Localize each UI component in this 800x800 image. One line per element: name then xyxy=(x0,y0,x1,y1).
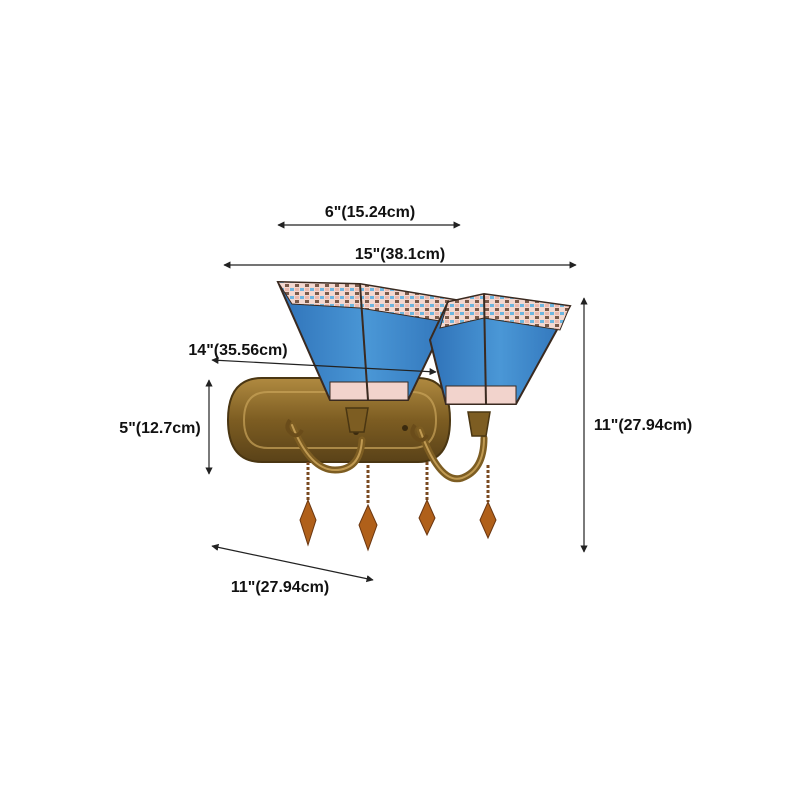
overall-width-label: 15"(38.1cm) xyxy=(355,246,445,263)
crystal-pendant xyxy=(479,465,497,540)
arms xyxy=(285,418,488,483)
projection-label: 14"(35.56cm) xyxy=(188,342,287,359)
crystal-pendant xyxy=(418,462,436,537)
shade-width-label: 6"(15.24cm) xyxy=(325,204,415,221)
overall-height-label: 11"(27.94cm) xyxy=(594,417,692,434)
shade-holders xyxy=(345,407,491,437)
backplate-width-label: 11"(27.94cm) xyxy=(231,579,329,596)
wall-sconce-illustration xyxy=(226,280,572,552)
backplate-width-line xyxy=(211,543,374,583)
crystal-pendant xyxy=(358,465,378,552)
crystal-pendant xyxy=(299,462,317,547)
dimension-annotations: 6"(15.24cm) 15"(38.1cm) 14"(35.56cm) 5"(… xyxy=(119,204,692,596)
backplate-height-label: 5"(12.7cm) xyxy=(119,420,200,437)
projection-line xyxy=(211,356,437,376)
amber-crystal-pendants xyxy=(299,462,497,552)
right-glass-shade xyxy=(428,292,572,405)
